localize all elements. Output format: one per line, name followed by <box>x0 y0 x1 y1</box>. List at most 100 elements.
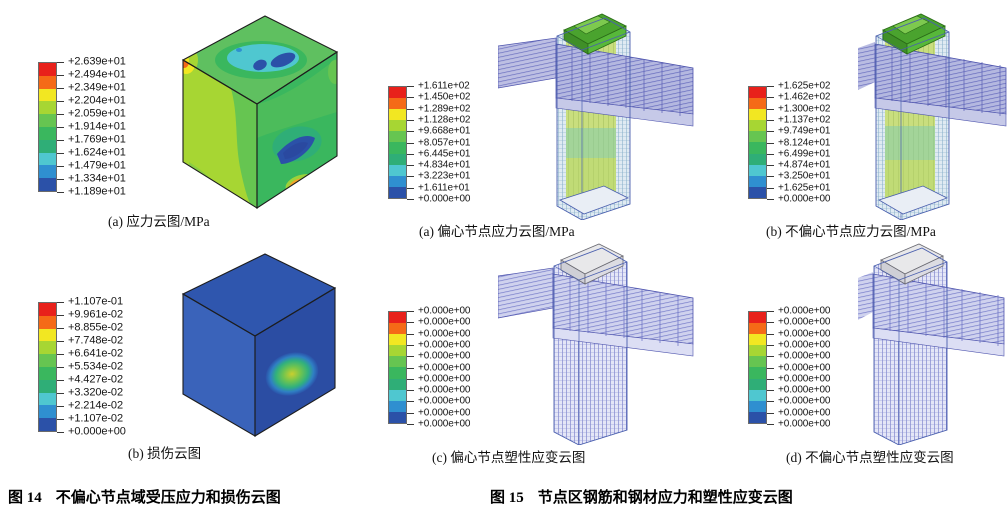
legend-label-1: +1.462e+02 <box>778 91 831 103</box>
legend-swatch-6 <box>389 153 406 165</box>
legend-fig15b: +1.625e+02+1.462e+02+1.300e+02+1.137e+02… <box>748 81 830 205</box>
legend-tick-7 <box>407 390 414 392</box>
legend-label-7: +0.000e+00 <box>418 384 471 396</box>
legend-label-10: +0.000e+00 <box>418 418 471 430</box>
legend-fig15a: +1.611e+02+1.450e+02+1.289e+02+1.128e+02… <box>388 81 470 205</box>
legend-swatch-8 <box>749 175 766 187</box>
legend-swatch-7 <box>39 152 56 166</box>
legend-swatch-4 <box>749 131 766 143</box>
legend-tick-8 <box>767 176 774 178</box>
legend-label-2: +8.855e-02 <box>68 321 123 334</box>
legend-swatch-3 <box>749 120 766 132</box>
legend-swatch-0 <box>389 87 406 99</box>
legend-swatch-9 <box>749 186 766 198</box>
legend-labels: +1.625e+02+1.462e+02+1.300e+02+1.137e+02… <box>776 81 830 205</box>
legend-swatch-6 <box>389 378 406 390</box>
legend-colorbar <box>748 311 767 424</box>
legend-swatch-1 <box>749 323 766 335</box>
legend-tick-1 <box>57 315 64 316</box>
legend-label-9: +0.000e+00 <box>418 407 471 419</box>
legend-tick-0 <box>767 311 774 312</box>
legend-swatch-7 <box>39 392 56 406</box>
legend-swatch-1 <box>389 98 406 110</box>
legend-tick-6 <box>57 380 64 381</box>
legend-swatch-9 <box>39 178 56 191</box>
legend-tick-10 <box>407 424 414 425</box>
legend-label-0: +1.625e+02 <box>778 80 831 92</box>
legend-swatch-0 <box>389 312 406 324</box>
legend-swatch-2 <box>39 88 56 102</box>
legend-swatch-3 <box>389 345 406 357</box>
subcaption-fig15b: (b) 不偏心节点应力云图/MPa <box>766 224 936 239</box>
legend-tick-0 <box>57 302 64 303</box>
legend-label-1: +2.494e+01 <box>68 68 126 81</box>
legend-ticks <box>767 86 776 200</box>
legend-label-10: +0.000e+00 <box>418 193 471 205</box>
legend-tick-5 <box>407 367 414 369</box>
legend-label-6: +0.000e+00 <box>418 373 471 385</box>
legend-label-3: +0.000e+00 <box>778 339 831 351</box>
legend-tick-2 <box>407 108 414 110</box>
legend-label-5: +0.000e+00 <box>418 362 471 373</box>
legend-label-8: +1.479e+01 <box>68 159 126 172</box>
legend-tick-2 <box>767 108 774 110</box>
legend-labels: +0.000e+00+0.000e+00+0.000e+00+0.000e+00… <box>416 306 470 430</box>
legend-tick-10 <box>407 199 414 200</box>
stress-contour-block-fig14a <box>165 12 340 217</box>
legend-tick-9 <box>57 179 64 180</box>
legend-label-7: +1.624e+01 <box>68 146 126 159</box>
legend-swatch-4 <box>389 356 406 368</box>
legend-tick-2 <box>407 333 414 335</box>
legend-swatch-8 <box>389 175 406 187</box>
legend-colorbar <box>388 86 407 199</box>
legend-tick-8 <box>767 401 774 403</box>
figure-title: 节点区钢筋和钢材应力和塑性应变云图 <box>537 490 793 506</box>
legend-tick-9 <box>407 187 414 189</box>
legend-labels: +0.000e+00+0.000e+00+0.000e+00+0.000e+00… <box>776 306 830 430</box>
legend-swatch-1 <box>389 323 406 335</box>
legend-tick-8 <box>407 176 414 178</box>
legend-tick-6 <box>407 378 414 380</box>
legend-label-1: +0.000e+00 <box>778 316 831 328</box>
legend-ticks <box>57 302 66 433</box>
legend-label-3: +1.128e+02 <box>418 114 471 126</box>
legend-label-8: +0.000e+00 <box>418 395 471 407</box>
legend-label-6: +6.445e+01 <box>418 148 471 160</box>
legend-fig15c: +0.000e+00+0.000e+00+0.000e+00+0.000e+00… <box>388 306 470 430</box>
legend-label-4: +0.000e+00 <box>418 350 471 362</box>
legend-swatch-6 <box>39 139 56 153</box>
legend-tick-4 <box>767 131 774 133</box>
legend-label-7: +3.320e-02 <box>68 386 123 399</box>
legend-swatch-5 <box>389 367 406 379</box>
legend-tick-5 <box>407 142 414 144</box>
legend-swatch-7 <box>749 164 766 176</box>
legend-tick-6 <box>407 153 414 155</box>
legend-swatch-2 <box>749 334 766 346</box>
legend-tick-1 <box>407 322 414 324</box>
legend-ticks <box>407 86 416 200</box>
legend-label-5: +8.124e+01 <box>778 137 831 148</box>
legend-label-0: +2.639e+01 <box>68 55 126 68</box>
legend-label-0: +0.000e+00 <box>418 305 471 317</box>
legend-tick-5 <box>57 367 64 368</box>
legend-tick-4 <box>407 131 414 133</box>
legend-colorbar <box>38 62 57 192</box>
legend-label-10: +0.000e+00 <box>68 425 126 438</box>
legend-tick-8 <box>407 401 414 403</box>
legend-swatch-8 <box>39 405 56 419</box>
legend-label-10: +0.000e+00 <box>778 193 831 205</box>
legend-swatch-8 <box>39 165 56 179</box>
legend-fig15d: +0.000e+00+0.000e+00+0.000e+00+0.000e+00… <box>748 306 830 430</box>
legend-label-7: +4.874e+01 <box>778 159 831 171</box>
legend-label-6: +6.499e+01 <box>778 148 831 160</box>
legend-label-3: +2.204e+01 <box>68 94 126 107</box>
legend-label-9: +0.000e+00 <box>778 407 831 419</box>
legend-tick-8 <box>57 406 64 407</box>
legend-tick-9 <box>57 419 64 420</box>
legend-swatch-1 <box>39 315 56 329</box>
legend-labels: +2.639e+01+2.494e+01+2.349e+01+2.204e+01… <box>66 56 126 197</box>
legend-tick-0 <box>407 311 414 312</box>
legend-swatch-3 <box>749 345 766 357</box>
legend-swatch-8 <box>749 400 766 412</box>
